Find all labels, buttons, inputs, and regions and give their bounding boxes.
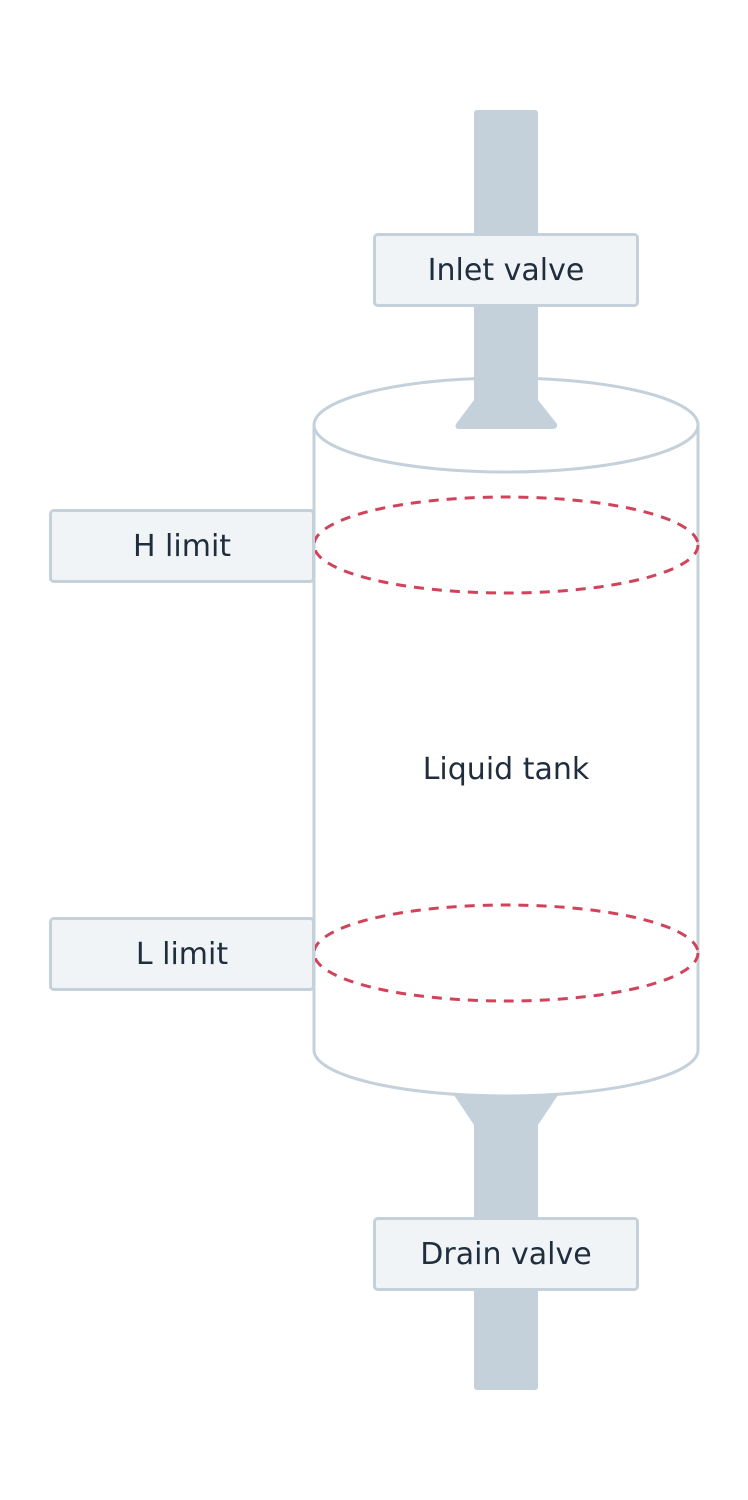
tank-label: Liquid tank [422,752,590,787]
tank-body [312,425,700,1098]
low-limit-level [312,903,700,1003]
drain-valve-label: Drain valve [373,1217,639,1291]
low-limit-label: L limit [49,917,315,991]
high-limit-level [312,495,700,595]
inlet-pipe-overlay [474,300,538,400]
drain-nozzle [454,1095,558,1125]
high-limit-label: H limit [49,509,315,583]
inlet-valve-label: Inlet valve [373,233,639,307]
inlet-nozzle [455,400,558,429]
